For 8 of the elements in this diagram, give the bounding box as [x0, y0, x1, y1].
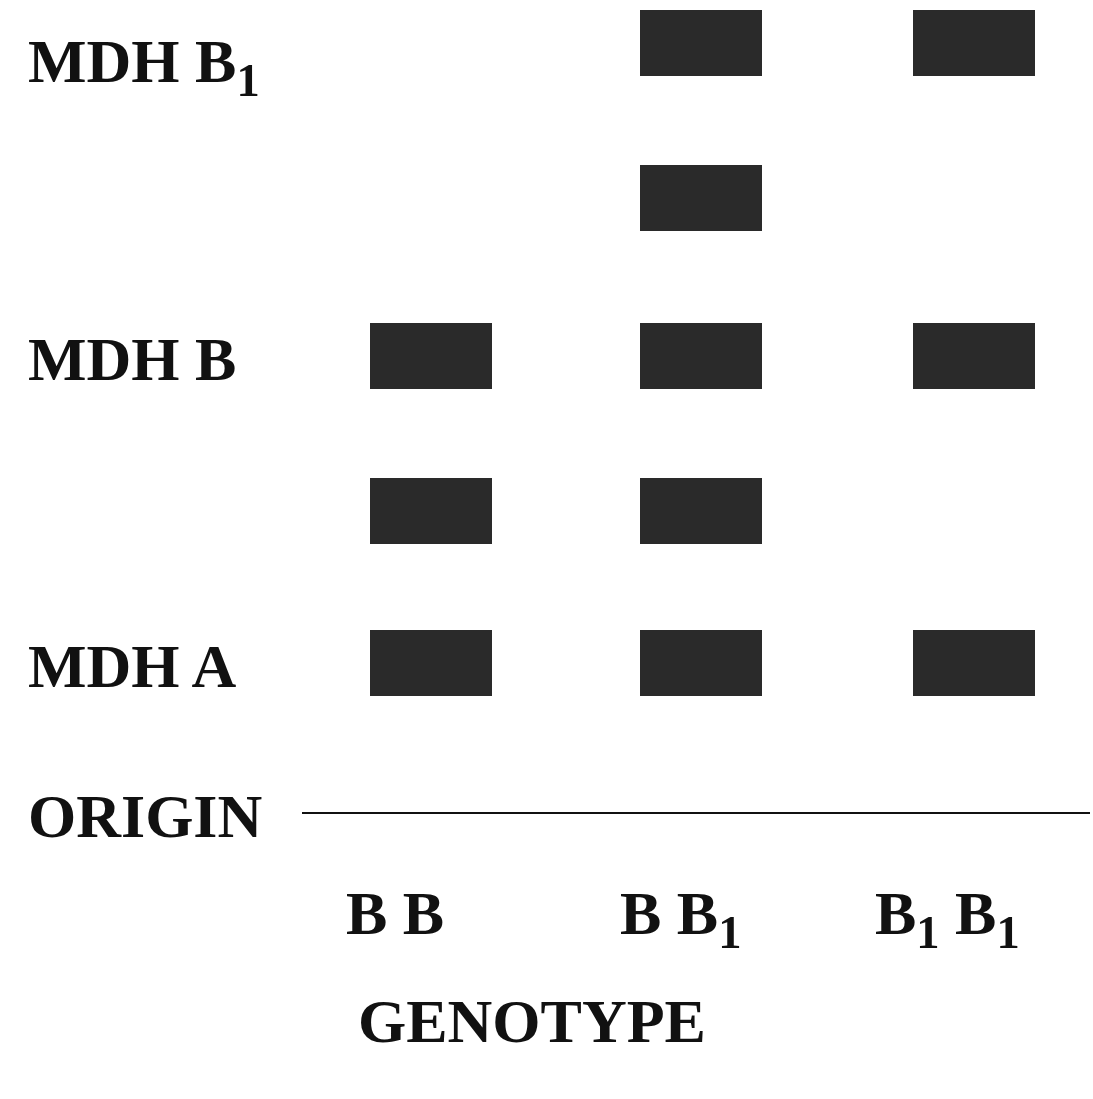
genotype-label: B$_{1}$ B$_{1}$ [875, 882, 1020, 957]
band-label: MDH B [28, 328, 237, 390]
origin-label: ORIGIN [28, 785, 263, 847]
band-label: MDH A [28, 635, 237, 697]
axis-title: GENOTYPE [358, 990, 706, 1052]
genotype-label: B B$_{1}$ [620, 882, 742, 957]
band-label: MDH B$_{1}$ [28, 30, 260, 105]
genotype-label: B B [346, 882, 445, 944]
